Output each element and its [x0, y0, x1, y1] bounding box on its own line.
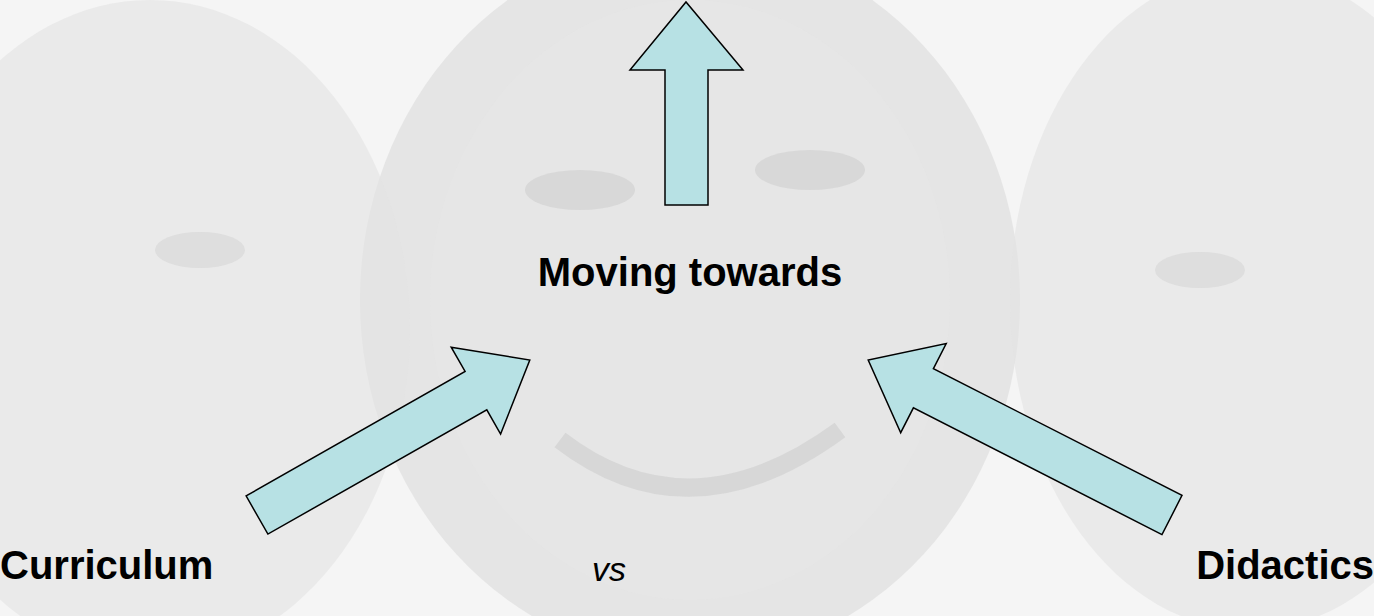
node-text: Moving towards [470, 250, 910, 294]
up-block-arrow [630, 2, 743, 205]
vs-label: vs [592, 550, 626, 589]
block-arrow [246, 347, 530, 534]
text-node: Didactics [1172, 515, 1374, 616]
node-text: Curriculum [0, 543, 213, 587]
node-text: Didactics [1196, 543, 1374, 587]
text-node: Curriculum [0, 515, 257, 616]
text-node: Moving towards [470, 240, 910, 360]
block-arrow [868, 344, 1182, 535]
